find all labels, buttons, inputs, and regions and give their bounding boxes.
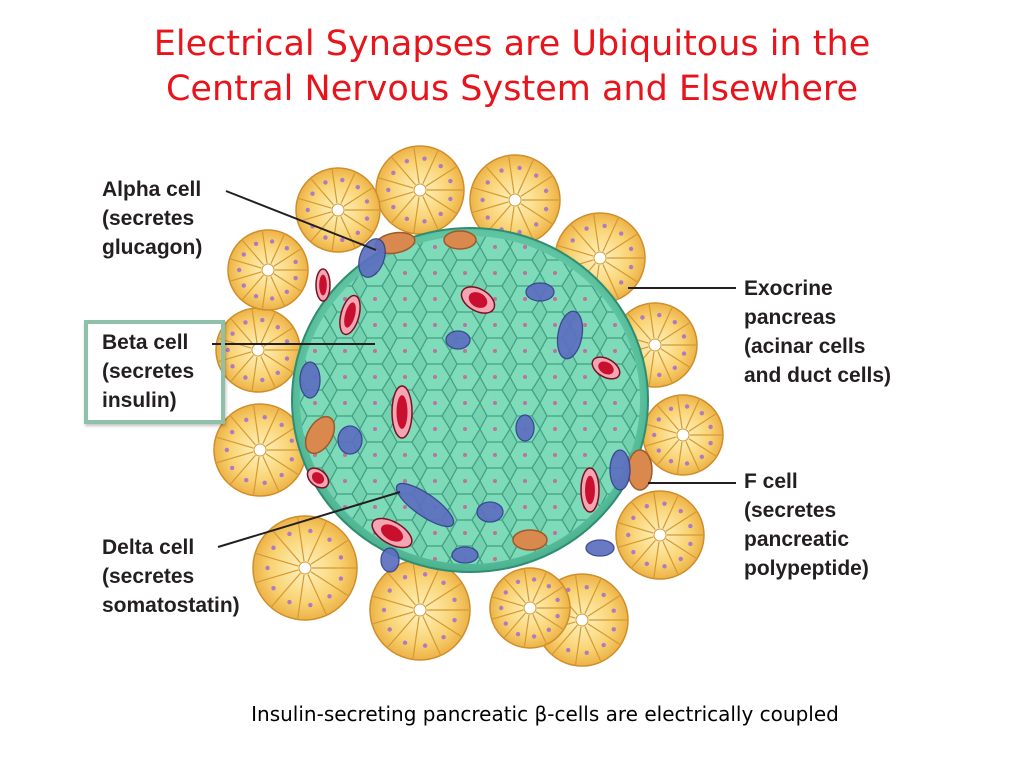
alpha-cell-label: Alpha cell (secretes glucagon): [102, 178, 203, 259]
delta-cell: [395, 482, 455, 528]
acinar-rosette: [295, 167, 381, 253]
delta-leader-line: [217, 491, 401, 548]
delta-cell: [476, 501, 504, 523]
leader-lines: [212, 190, 736, 548]
capillary: [591, 356, 621, 380]
beta-cell-label: Beta cell (secretes insulin): [102, 331, 195, 412]
acinar-rosette: [615, 490, 705, 580]
delta-cell: [515, 414, 535, 442]
beta-cell-highlight-box: [84, 320, 225, 424]
exocrine-acinar-ring: [213, 145, 724, 667]
delta-cell: [358, 238, 386, 278]
capillary: [315, 268, 331, 302]
delta-cell: [299, 361, 321, 399]
capillary: [460, 286, 496, 314]
alpha-cell: [512, 529, 548, 551]
delta-cell: [609, 449, 631, 491]
delta-cell: [337, 425, 363, 455]
acinar-rosette: [227, 229, 309, 311]
exocrine-pancreas-label: Exocrine pancreas (acinar cells and duct…: [744, 277, 892, 387]
capillary: [371, 517, 413, 549]
acinar-rosette: [213, 403, 307, 497]
capillary: [580, 467, 600, 513]
capillary: [391, 385, 413, 439]
alpha-cell: [443, 230, 477, 250]
title-line-1: Electrical Synapses are Ubiquitous in th…: [153, 24, 871, 64]
acinar-rosette: [469, 154, 561, 246]
acinar-rosette: [369, 559, 471, 661]
islet-of-langerhans: [291, 227, 649, 573]
capillary: [306, 467, 330, 489]
delta-cell: [556, 310, 584, 360]
acinar-rosette: [489, 567, 571, 649]
capillary: [339, 294, 361, 336]
acinar-rosette: [215, 307, 301, 393]
alpha-cell: [304, 415, 336, 455]
slide-caption: Insulin-secreting pancreatic β-cells are…: [251, 702, 839, 726]
delta-cell: [585, 539, 615, 557]
acinar-rosette: [642, 394, 724, 476]
title-line-2: Central Nervous System and Elsewhere: [165, 69, 859, 109]
delta-cell: [525, 282, 555, 302]
acinar-rosette: [375, 145, 465, 235]
f-cell-label: F cell (secretes pancreatic polypeptide): [744, 470, 869, 580]
slide-title: Electrical Synapses are Ubiquitous in th…: [0, 22, 1024, 112]
alpha-leader-line: [225, 190, 377, 251]
delta-cell: [380, 547, 400, 573]
acinar-rosette: [252, 515, 358, 621]
delta-cell: [445, 330, 471, 350]
delta-cell: [451, 546, 479, 564]
delta-cell-label: Delta cell (secretes somatostatin): [102, 536, 240, 617]
